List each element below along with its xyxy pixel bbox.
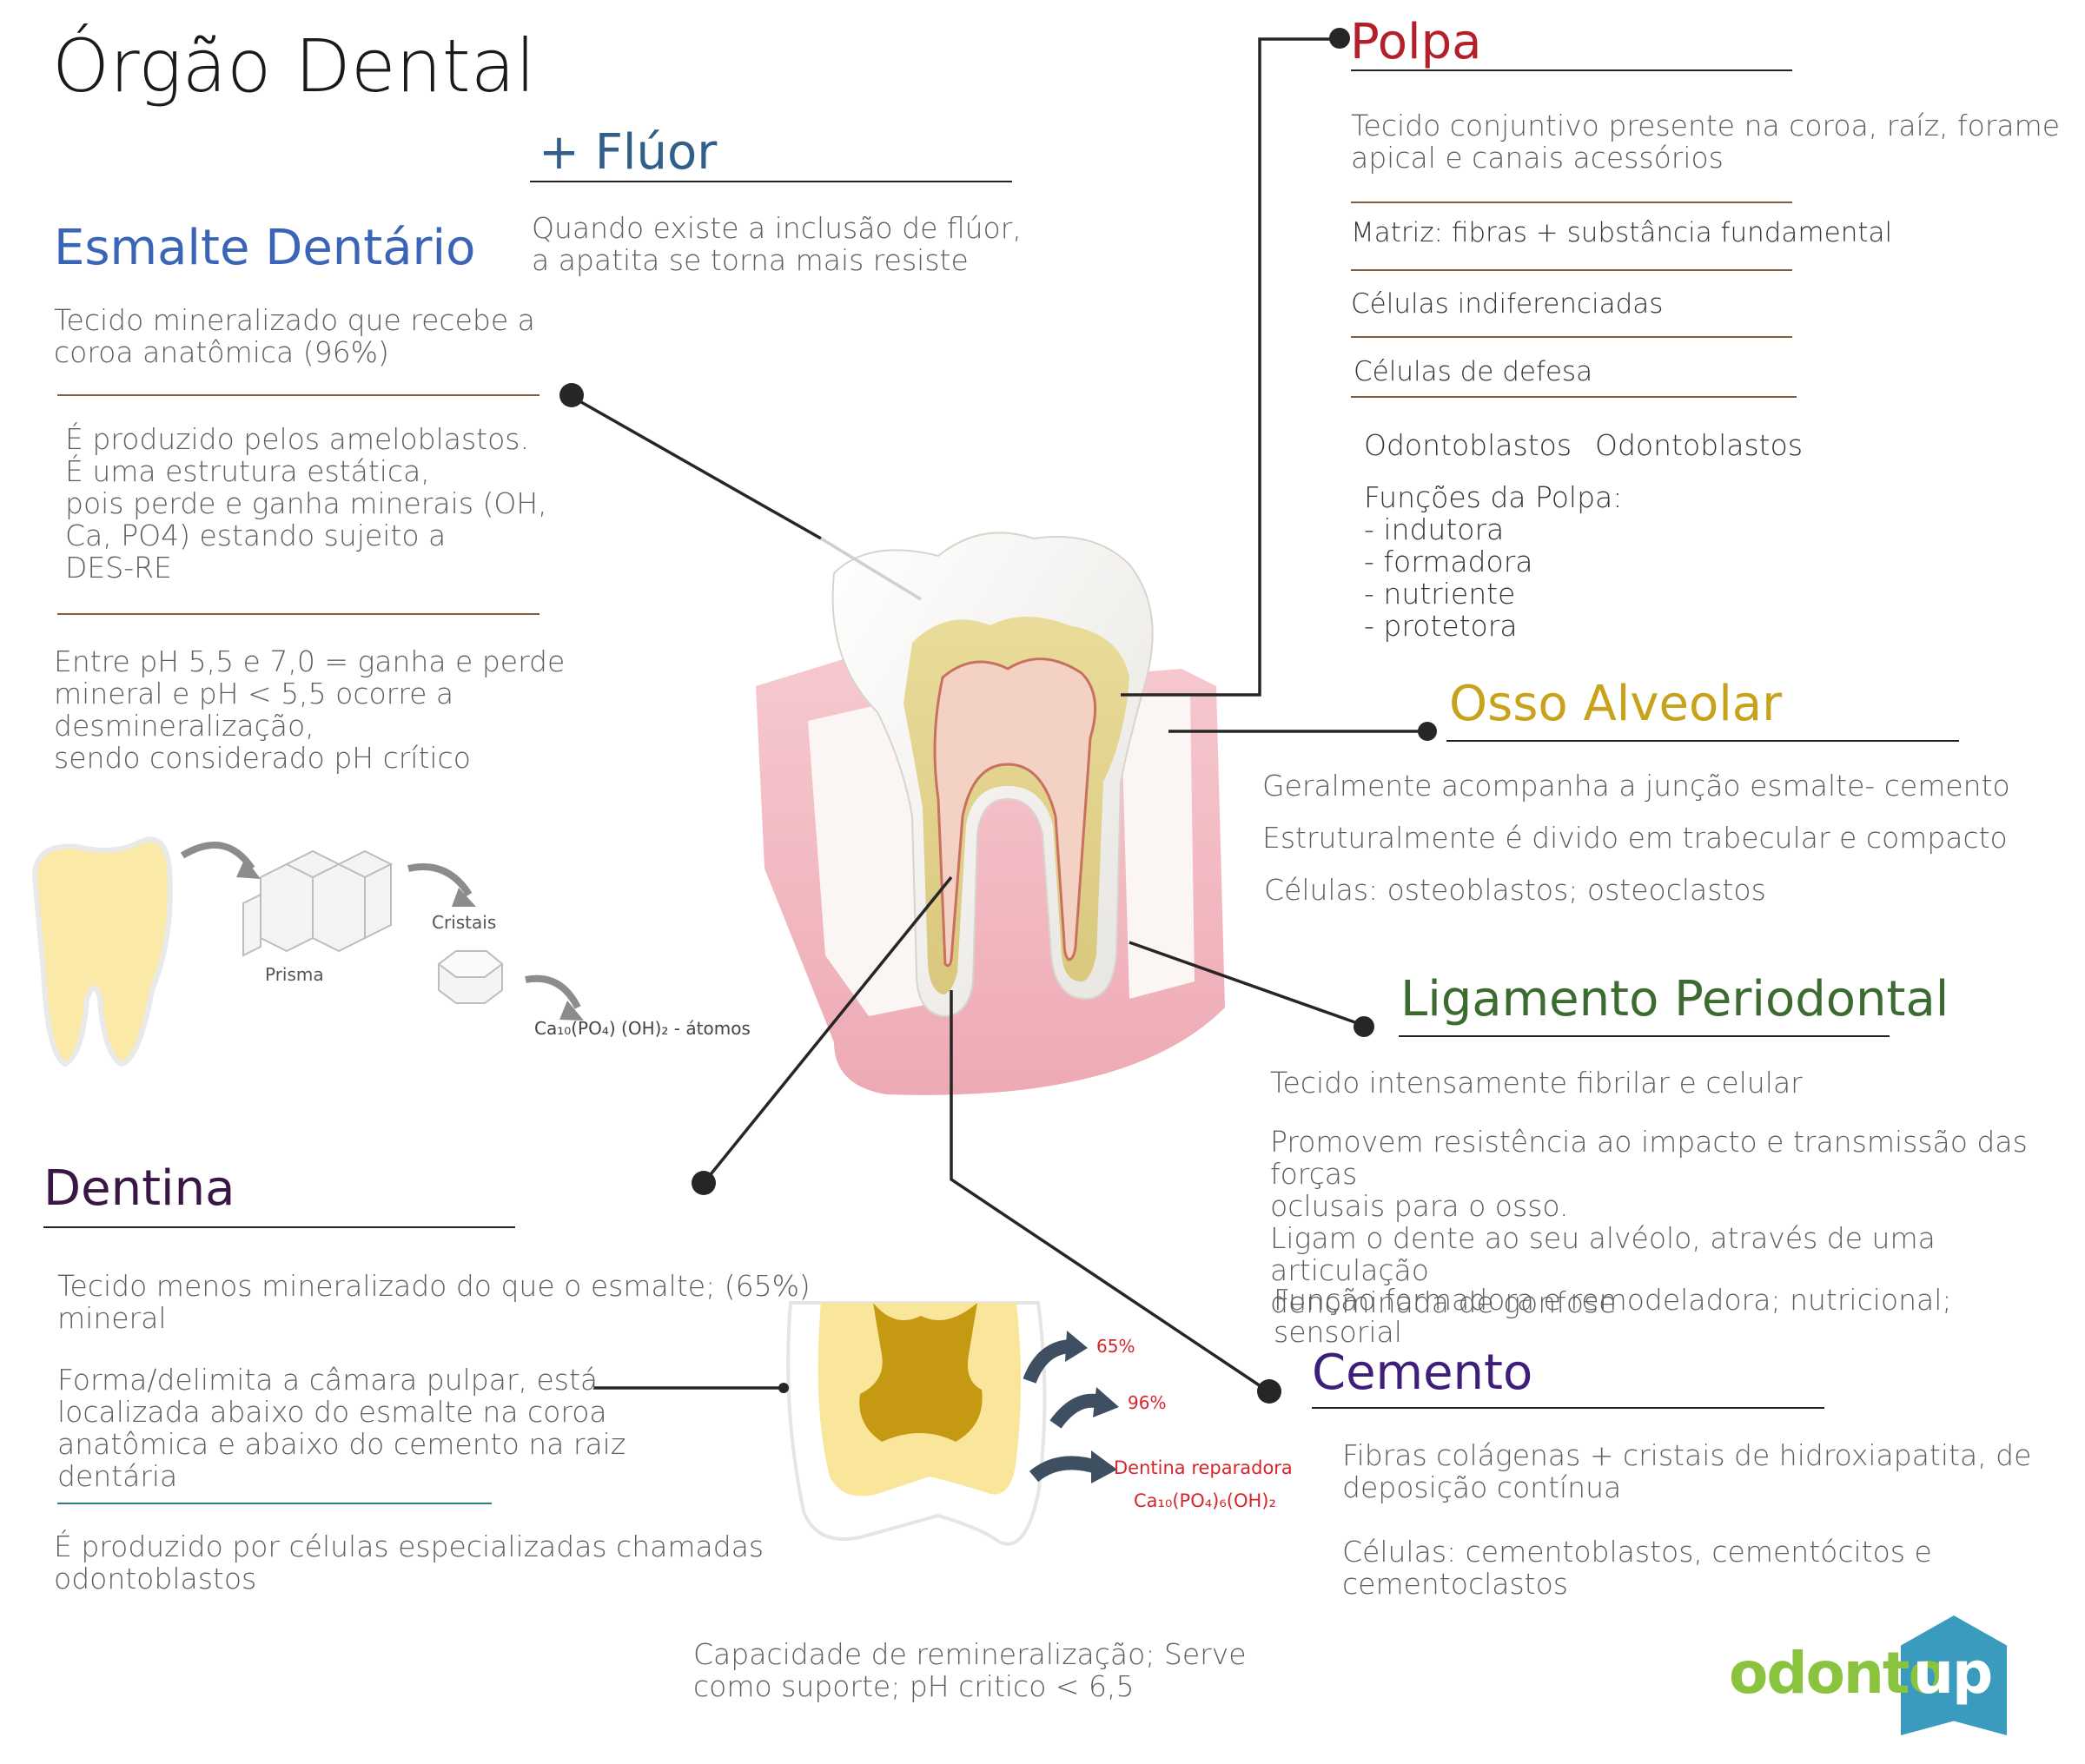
esmalte-text-3: Entre pH 5,5 e 7,0 = ganha e perde miner… (54, 644, 566, 775)
polpa-rule-1 (1351, 202, 1792, 203)
polpa-funcao-2: - formadora (1364, 545, 1533, 578)
connector-dot-polpa (1329, 28, 1350, 49)
esmalte-rule-2 (57, 613, 539, 615)
esmalte-formula: Ca₁₀(PO₄) (OH)₂ - átomos (534, 1018, 751, 1039)
ligamento-text-2: Promovem resistência ao impacto e transm… (1270, 1125, 2028, 1319)
ligamento-text-3: Função formadora e remodeladora; nutrici… (1274, 1283, 1952, 1349)
polpa-text-2: Matriz: fibras + substância fundamental (1351, 217, 1893, 248)
polpa-rule-3 (1351, 336, 1792, 338)
esmalte-rule-1 (57, 394, 539, 396)
esmalte-diagram (31, 836, 584, 1067)
esmalte-text-2: É produzido pelos ameloblastos. É uma es… (65, 422, 547, 585)
connector-lines (568, 37, 1427, 1393)
dentina-text-3: É produzido por células especializadas c… (54, 1529, 764, 1596)
dentina-label-96: 96% (1128, 1392, 1167, 1413)
connector-dot-cemento (1257, 1379, 1281, 1404)
ligamento-text-1: Tecido intensamente fibrilar e celular (1270, 1066, 1803, 1100)
polpa-text-1: Tecido conjuntivo presente na coroa, raí… (1351, 109, 2061, 175)
polpa-text-3: Células indiferenciadas (1351, 288, 1664, 320)
cristais-label: Cristais (432, 912, 497, 933)
esmalte-text-1: Tecido mineralizado que recebe a coroa a… (54, 303, 535, 369)
dentina-label-reparadora: Dentina reparadora (1114, 1457, 1293, 1478)
ligamento-rule (1399, 1035, 1890, 1037)
dentina-diagram (786, 1301, 1119, 1546)
esmalte-heading: Esmalte Dentário (54, 220, 476, 276)
polpa-odontoblastos-1: Odontoblastos (1364, 428, 1572, 462)
osso-text-3: Células: osteoblastos; osteoclastos (1264, 873, 1766, 907)
connector-dot-esmalte (559, 383, 584, 407)
dentina-formula: Ca₁₀(PO₄)₆(OH)₂ (1134, 1490, 1276, 1511)
cemento-text-2: Células: cementoblastos, cementócitos e … (1342, 1535, 1932, 1601)
dentina-rule-2 (57, 1503, 492, 1504)
prisma-label: Prisma (265, 964, 324, 985)
fluor-heading: + Flúor (539, 124, 718, 181)
osso-heading: Osso Alveolar (1449, 676, 1783, 732)
odontoup-logo: odonto up (1729, 1615, 2033, 1746)
connector-dot-dentina-diagram (778, 1383, 789, 1393)
osso-text-2: Estruturalmente é divido em trabecular e… (1262, 821, 2008, 855)
connector-dot-osso (1418, 722, 1437, 741)
polpa-heading: Polpa (1350, 14, 1482, 70)
cemento-rule (1312, 1407, 1824, 1409)
ligamento-heading: Ligamento Periodontal (1400, 971, 1949, 1027)
logo-text-odonto: odonto (1729, 1640, 1948, 1707)
osso-rule (1446, 740, 1959, 742)
polpa-odontoblastos-2: Odontoblastos (1595, 428, 1804, 462)
polpa-funcoes-title: Funções da Polpa: (1364, 480, 1623, 514)
polpa-funcao-1: - indutora (1364, 512, 1505, 546)
dentina-text-4: Capacidade de remineralização; Serve com… (693, 1637, 1247, 1703)
logo-text-up: up (1913, 1640, 1993, 1707)
polpa-rule-4 (1351, 396, 1797, 398)
polpa-rule-2 (1351, 269, 1792, 271)
dentina-rule-1 (43, 1226, 515, 1228)
tooth (831, 532, 1154, 1018)
fluor-rule (530, 181, 1012, 182)
dentina-text-1: Tecido menos mineralizado do que o esmal… (57, 1269, 811, 1335)
osso-text-1: Geralmente acompanha a junção esmalte- c… (1262, 769, 2010, 803)
dentina-label-65: 65% (1096, 1336, 1135, 1357)
cemento-heading: Cemento (1312, 1344, 1533, 1401)
page-title: Órgão Dental (52, 23, 536, 109)
polpa-funcao-4: - protetora (1364, 609, 1518, 643)
fluor-text: Quando existe a inclusão de flúor, a apa… (532, 211, 1022, 277)
connector-dot-dentina (692, 1171, 716, 1195)
polpa-rule-0 (1351, 69, 1792, 71)
polpa-text-4: Células de defesa (1354, 356, 1593, 387)
connector-dot-ligamento (1354, 1016, 1374, 1037)
dentina-heading: Dentina (43, 1160, 235, 1217)
dentina-text-2: Forma/delimita a câmara pulpar, está loc… (57, 1363, 626, 1493)
cemento-text-1: Fibras colágenas + cristais de hidroxiap… (1342, 1438, 2032, 1504)
polpa-funcao-3: - nutriente (1364, 577, 1516, 611)
